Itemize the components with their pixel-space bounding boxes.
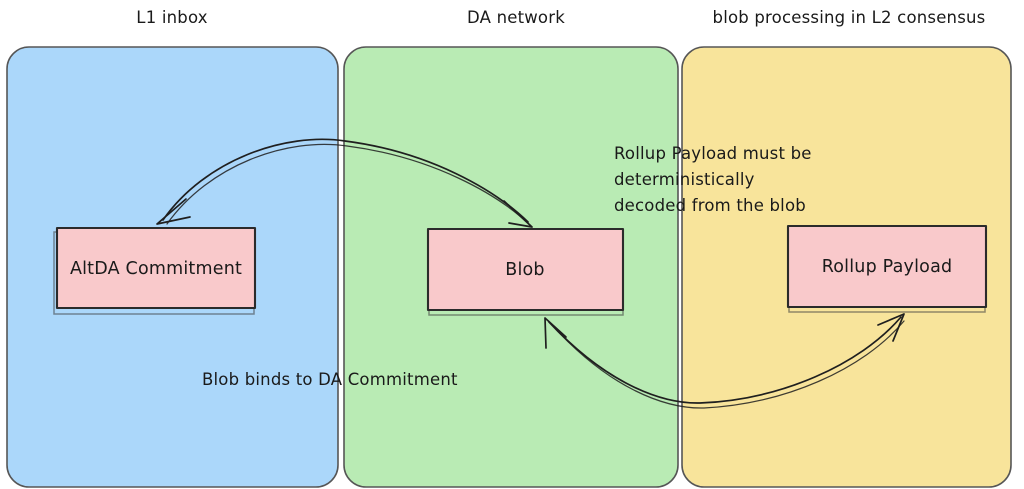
- node-altda-commitment-label: AltDA Commitment: [70, 259, 242, 279]
- node-rollup-payload-label: Rollup Payload: [822, 257, 953, 277]
- annotation-binding-note-line-1: Blob binds to DA Commitment: [202, 370, 458, 389]
- arrowhead-toward-rollup-payload: [877, 313, 905, 342]
- arrowhead-toward-altda-commitment: [156, 198, 191, 225]
- node-blob-label: Blob: [505, 260, 544, 280]
- connector-blob-payload-path: [548, 316, 902, 404]
- connector-commitment-blob-path-sketch: [166, 143, 532, 227]
- connector-commitment-blob-path: [162, 138, 529, 223]
- annotation-binding-note: Blob binds to DA Commitment: [202, 370, 458, 389]
- node-rollup-payload-box[interactable]: [786, 224, 988, 309]
- annotation-decode-note-line-3: decoded from the blob: [614, 196, 806, 215]
- node-altda-commitment-box[interactable]: [55, 226, 257, 310]
- arrowhead-toward-blob-lower: [544, 317, 567, 349]
- annotation-decode-note-line-1: Rollup Payload must be: [614, 144, 812, 163]
- lane-titles: L1 inbox DA network blob processing in L…: [136, 8, 985, 27]
- node-rollup-payload[interactable]: Rollup Payload: [786, 224, 988, 313]
- connector-blob-payload-link[interactable]: [544, 313, 905, 409]
- node-blob[interactable]: Blob: [426, 227, 625, 316]
- node-altda-commitment[interactable]: AltDA Commitment: [53, 226, 257, 315]
- node-blob-box[interactable]: [426, 227, 625, 312]
- annotation-decode-note-line-2: deterministically: [614, 170, 755, 189]
- arrowhead-toward-blob: [503, 200, 533, 228]
- connector-commitment-blob-link[interactable]: [156, 138, 533, 228]
- lane-title-l1-inbox: L1 inbox: [136, 8, 207, 27]
- lane-title-l2-consensus: blob processing in L2 consensus: [713, 8, 986, 27]
- connector-blob-payload-path-sketch: [551, 320, 905, 409]
- lane-title-da-network: DA network: [467, 8, 565, 27]
- annotation-decode-note: Rollup Payload must be deterministically…: [614, 144, 812, 215]
